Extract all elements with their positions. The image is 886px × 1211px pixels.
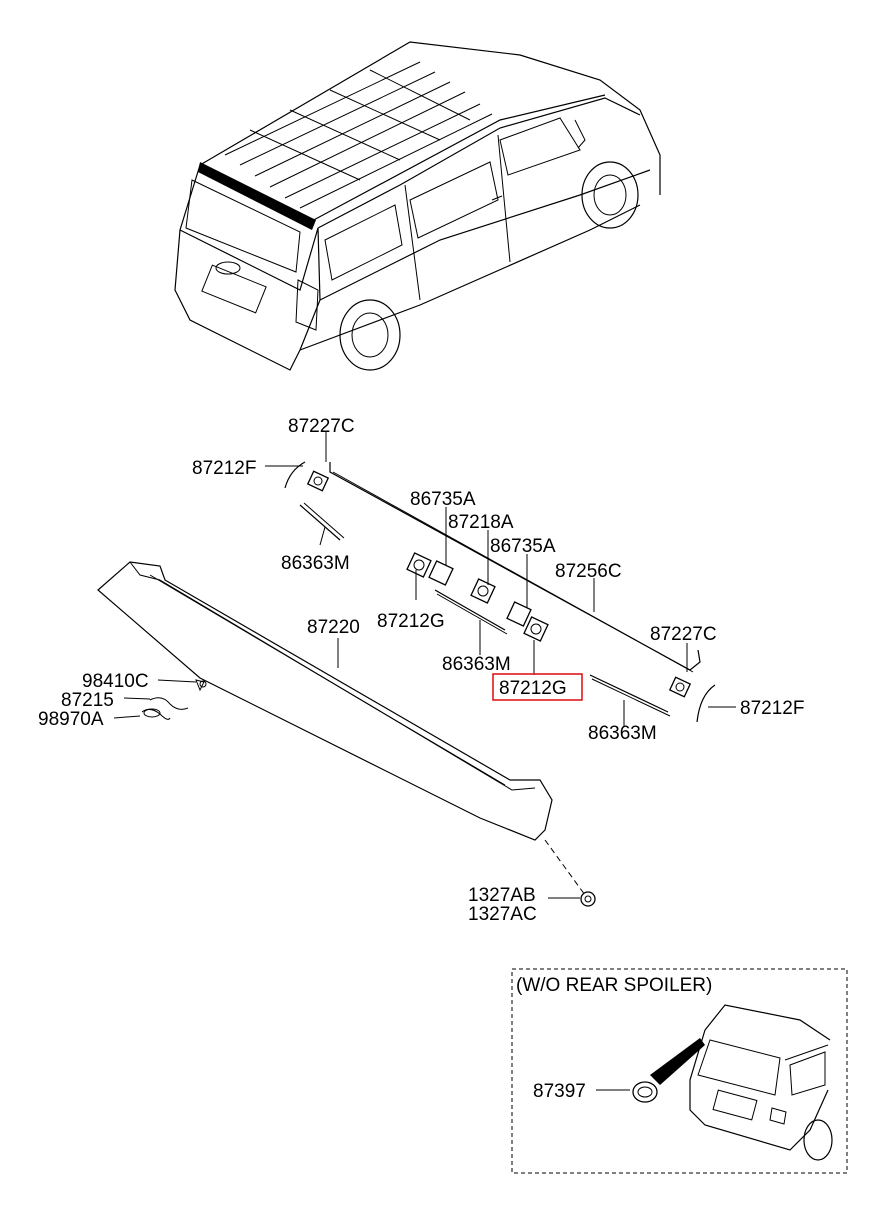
label-1327ac: 1327AC bbox=[468, 904, 537, 925]
label-87212g-left: 87212G bbox=[377, 611, 445, 632]
label-86363m-top: 86363M bbox=[281, 553, 350, 574]
inset-title: (W/O REAR SPOILER) bbox=[516, 975, 712, 996]
part-labels: 87227C 87212F 86735A 87218A 86735A 86363… bbox=[38, 416, 804, 925]
end-cap-right bbox=[696, 684, 716, 723]
label-87256c: 87256C bbox=[555, 561, 622, 582]
label-87227c-top: 87227C bbox=[288, 416, 355, 437]
label-87212f-right: 87212F bbox=[740, 698, 804, 719]
label-86363m-mid: 86363M bbox=[442, 654, 511, 675]
label-87212f-left: 87212F bbox=[192, 458, 256, 479]
label-87397: 87397 bbox=[533, 1081, 586, 1102]
rear-spoiler-body bbox=[97, 561, 553, 841]
label-87220: 87220 bbox=[307, 617, 360, 638]
label-87218a: 87218A bbox=[448, 512, 514, 533]
highlight-box bbox=[492, 673, 583, 701]
label-87212g-highlight: 87212G bbox=[499, 678, 567, 699]
label-86363m-bottom: 86363M bbox=[588, 723, 657, 744]
upper-trim-strip bbox=[329, 462, 701, 671]
label-1327ab: 1327AB bbox=[468, 885, 536, 906]
end-cap-left bbox=[284, 461, 306, 489]
van-illustration bbox=[174, 41, 661, 371]
label-98970a: 98970A bbox=[38, 709, 104, 730]
label-98410c: 98410C bbox=[82, 671, 149, 692]
label-87227c-right: 87227C bbox=[650, 624, 717, 645]
label-87215: 87215 bbox=[61, 690, 114, 711]
spoiler-parts bbox=[97, 461, 716, 907]
label-86735a-1: 86735A bbox=[410, 489, 476, 510]
inset-no-spoiler: (W/O REAR SPOILER) 87397 bbox=[511, 968, 848, 1174]
leader-lines bbox=[113, 432, 736, 1091]
label-86735a-2: 86735A bbox=[490, 536, 556, 557]
